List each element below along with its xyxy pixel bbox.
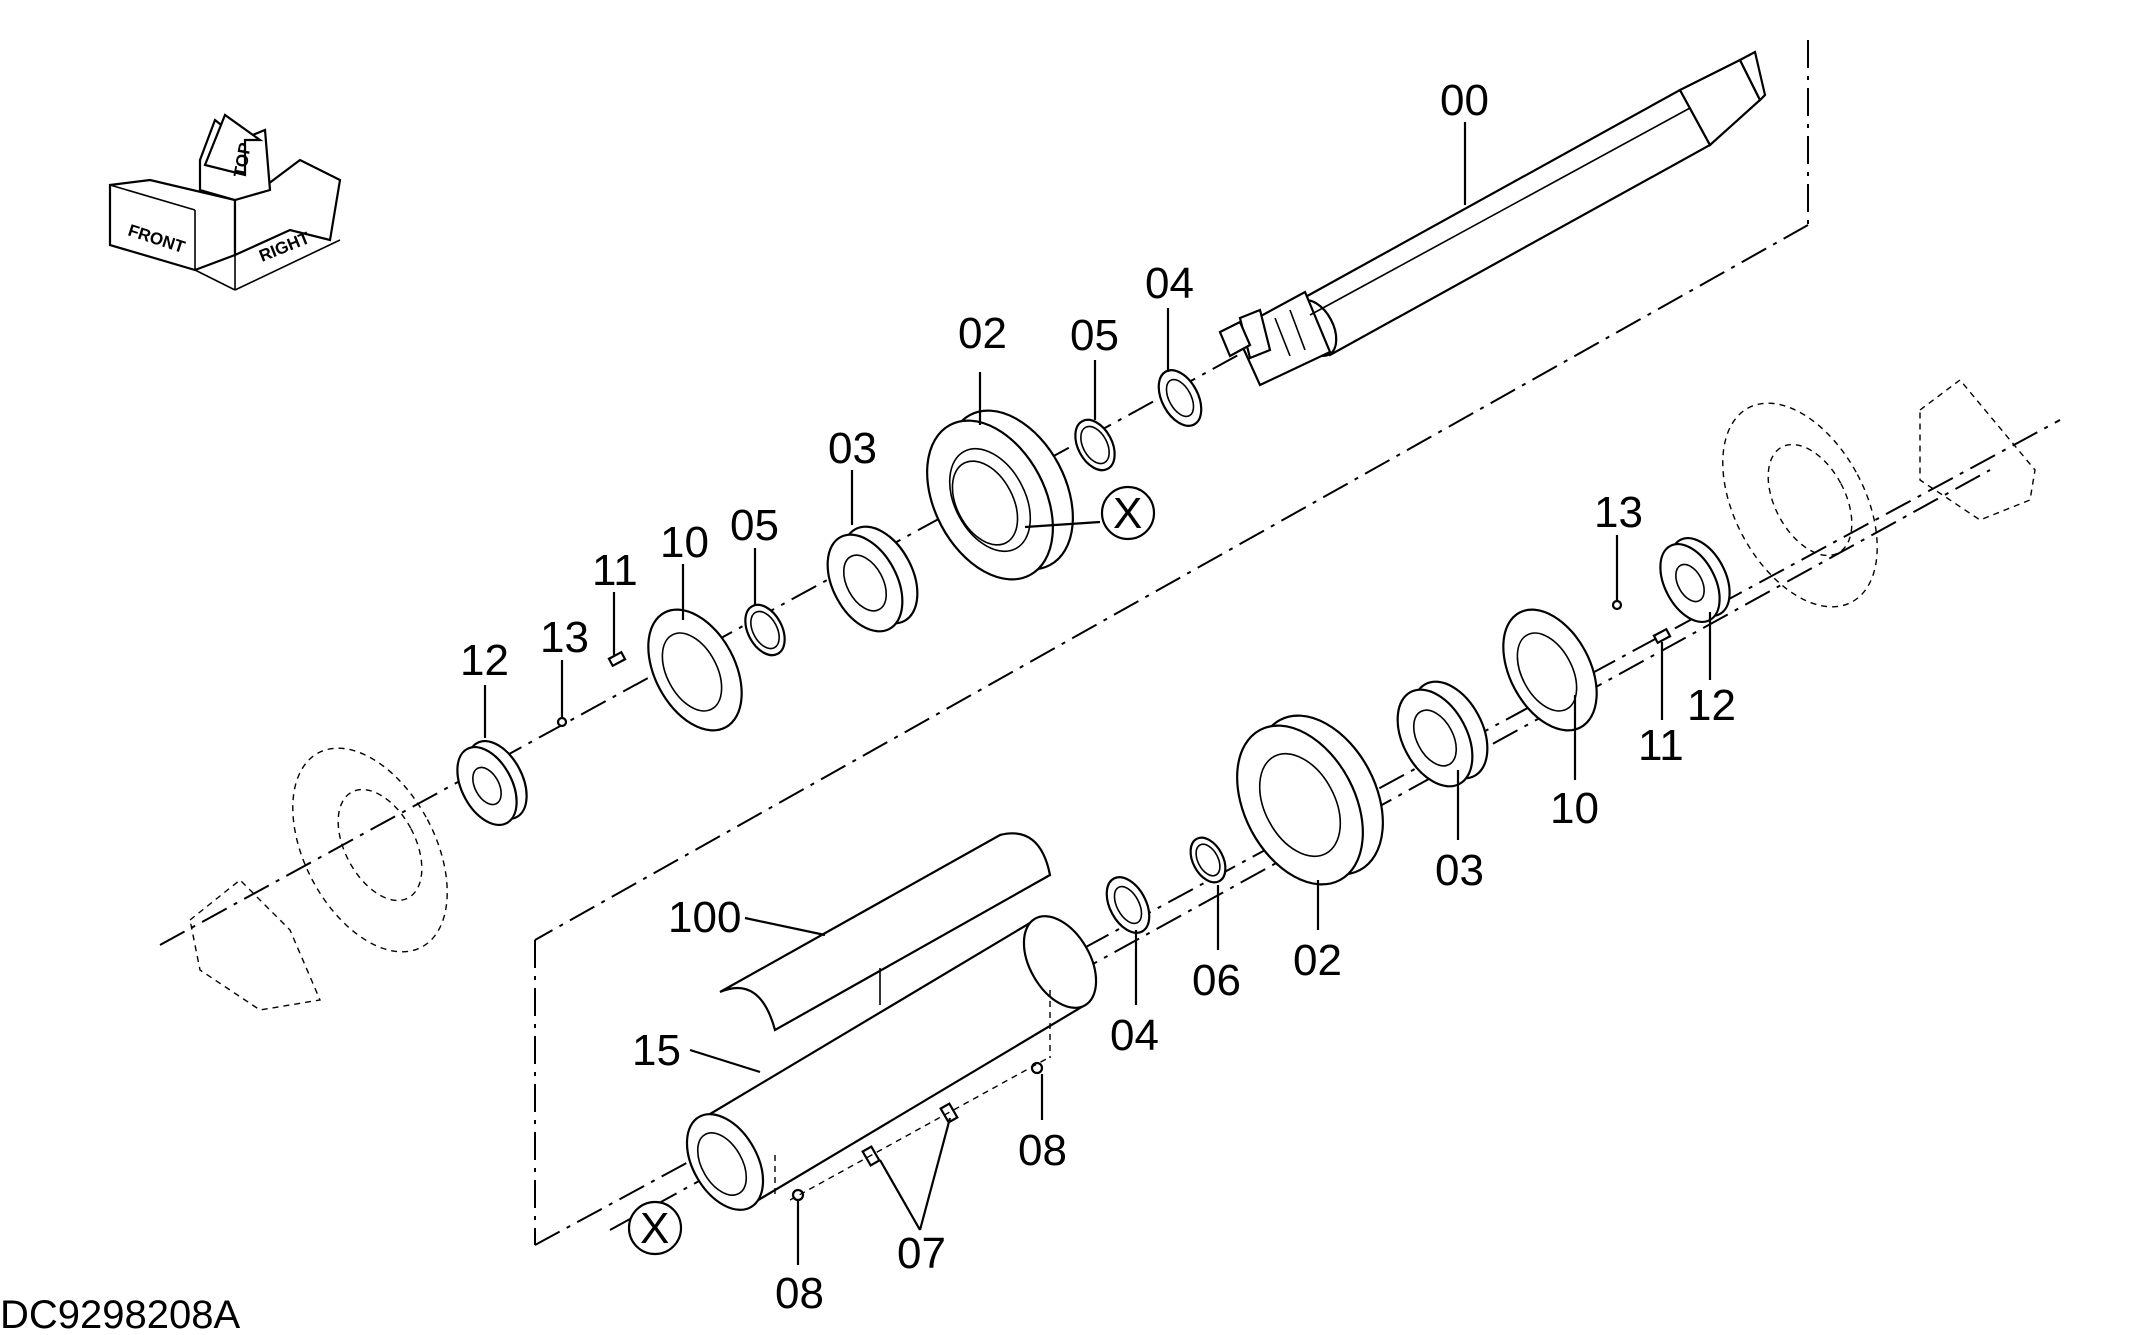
callout-12-left: 12 (460, 636, 509, 685)
callout-08-right: 08 (1018, 1126, 1067, 1175)
callout-11-right: 11 (1638, 721, 1684, 770)
pin-13-right (1611, 599, 1623, 611)
bolt-11-right (1652, 627, 1672, 645)
callout-03-upper: 03 (828, 424, 877, 473)
callout-07: 07 (897, 1229, 946, 1278)
seal-cover-10-left (647, 608, 743, 732)
roller-bearing-03-lower (1396, 680, 1489, 788)
callout-04-lower: 04 (1110, 1011, 1159, 1060)
callout-05-mid: 05 (730, 501, 779, 550)
callout-100: 100 (668, 893, 741, 942)
bearing-housing-02-upper (926, 409, 1074, 581)
reference-x-lower: X (627, 1200, 683, 1256)
locknut-12-right (1659, 537, 1731, 623)
callout-02-upper: 02 (958, 309, 1007, 358)
roller-bearing-03-upper (826, 525, 919, 633)
callout-15: 15 (632, 1026, 681, 1075)
reference-x-upper: X (1024, 485, 1156, 541)
washer-04-upper (1157, 369, 1203, 427)
leader-lines (483, 122, 1712, 1265)
phantom-flange-left (189, 747, 448, 1011)
callout-13-left: 13 (540, 613, 589, 662)
callout-11-left: 11 (592, 546, 638, 595)
snap-ring-05-upper (1074, 418, 1116, 472)
pin-08-bottom (791, 1188, 805, 1202)
liner-100 (719, 832, 1052, 1032)
callout-10-right: 10 (1550, 784, 1599, 833)
callout-labels: 00 02 05 04 03 05 10 11 13 12 13 12 11 1… (460, 76, 1736, 1318)
orientation-arrows-icon: FRONT RIGHT TOP (108, 113, 342, 291)
drum-tube-15 (685, 915, 1098, 1211)
pin-08-right (1030, 1061, 1044, 1075)
callout-02-lower: 02 (1293, 936, 1342, 985)
callout-06: 06 (1192, 956, 1241, 1005)
bearing-housing-02-lower (1236, 714, 1384, 886)
snap-ring-05-mid (744, 603, 786, 657)
callout-13-right: 13 (1594, 488, 1643, 537)
callout-00: 00 (1440, 76, 1489, 125)
callout-04-upper: 04 (1145, 259, 1194, 308)
document-id: DC9298208A (0, 1293, 240, 1335)
callout-05-upper: 05 (1070, 311, 1119, 360)
callout-03-lower: 03 (1435, 846, 1484, 895)
svg-text:X: X (640, 1204, 669, 1253)
callout-12-right: 12 (1687, 681, 1736, 730)
callout-08-bottom: 08 (775, 1269, 824, 1318)
pin-13-left (556, 716, 568, 728)
seal-cover-10-right (1502, 608, 1598, 732)
bolt-11-left (607, 650, 627, 668)
phantom-flange-right (1722, 379, 2036, 608)
locknut-12-left (456, 740, 528, 826)
snap-ring-06 (1189, 836, 1227, 884)
callout-10-left: 10 (660, 518, 709, 567)
washer-04-lower (1105, 876, 1151, 934)
svg-text:X: X (1113, 489, 1142, 538)
shaft-00 (1218, 50, 1767, 387)
